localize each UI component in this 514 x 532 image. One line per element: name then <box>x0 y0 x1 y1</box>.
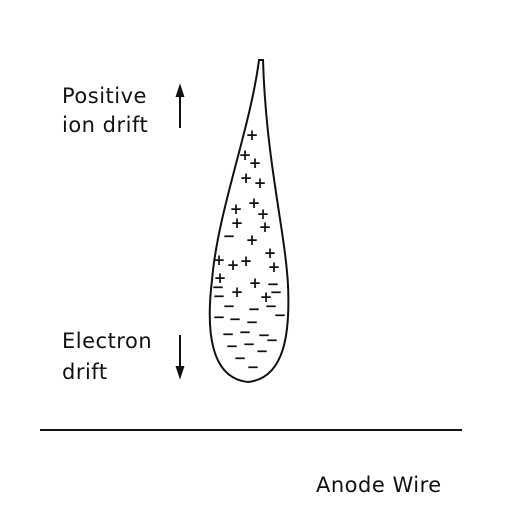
positive-ion-marker: + <box>268 258 281 276</box>
positive-ion-marker: + <box>227 256 240 274</box>
positive-ion-marker: + <box>254 174 267 192</box>
positive-ion-drift-label-line1: Positive <box>62 84 147 108</box>
electron-marker: − <box>223 227 236 245</box>
electron-drift-label-line2: drift <box>62 360 108 384</box>
electron-marker: − <box>222 325 235 343</box>
electron-marker: − <box>226 337 239 355</box>
positive-ion-marker: + <box>260 288 273 306</box>
positive-ion-marker: + <box>264 244 277 262</box>
positive-ion-marker: + <box>246 231 259 249</box>
positive-ion-marker: + <box>248 194 261 212</box>
electron-marker: − <box>256 342 269 360</box>
anode-wire-label: Anode Wire <box>316 473 442 497</box>
electron-marker: − <box>212 278 225 296</box>
positive-ion-marker: + <box>231 283 244 301</box>
electron-marker: − <box>270 283 283 301</box>
positive-ion-marker: + <box>259 218 272 236</box>
positive-ion-marker: + <box>213 251 226 269</box>
electron-marker: − <box>246 313 259 331</box>
electron-marker: − <box>223 297 236 315</box>
electron-marker: − <box>213 287 226 305</box>
positive-ion-marker: + <box>230 200 243 218</box>
positive-ion-marker: + <box>240 169 253 187</box>
charges-layer: ++++++++++++++++++++−−−−−−−−−−−−−−−−−−−−… <box>212 126 287 376</box>
electron-marker: − <box>239 323 252 341</box>
positive-ion-marker: + <box>246 126 259 144</box>
electron-marker: − <box>229 310 242 328</box>
up-arrow-icon <box>175 83 185 128</box>
electron-marker: − <box>247 358 260 376</box>
positive-ion-marker: + <box>249 154 262 172</box>
positive-ion-marker: + <box>257 205 270 223</box>
electron-drift-label-line1: Electron <box>62 329 153 353</box>
electron-marker: − <box>213 308 226 326</box>
down-arrow-icon <box>175 335 185 380</box>
electron-marker: − <box>266 331 279 349</box>
positive-ion-marker: + <box>214 269 227 287</box>
avalanche-teardrop-outline <box>208 59 290 384</box>
electron-marker: − <box>265 297 278 315</box>
electron-marker: − <box>267 275 280 293</box>
positive-ion-drift-label-line2: ion drift <box>62 113 149 137</box>
positive-ion-marker: + <box>239 146 252 164</box>
electron-marker: − <box>248 300 261 318</box>
electron-marker: − <box>274 306 287 324</box>
electron-marker: − <box>234 349 247 367</box>
positive-ion-marker: + <box>231 214 244 232</box>
electron-marker: − <box>258 326 271 344</box>
positive-ion-marker: + <box>249 274 262 292</box>
positive-ion-marker: + <box>240 252 253 270</box>
electron-marker: − <box>243 335 256 353</box>
